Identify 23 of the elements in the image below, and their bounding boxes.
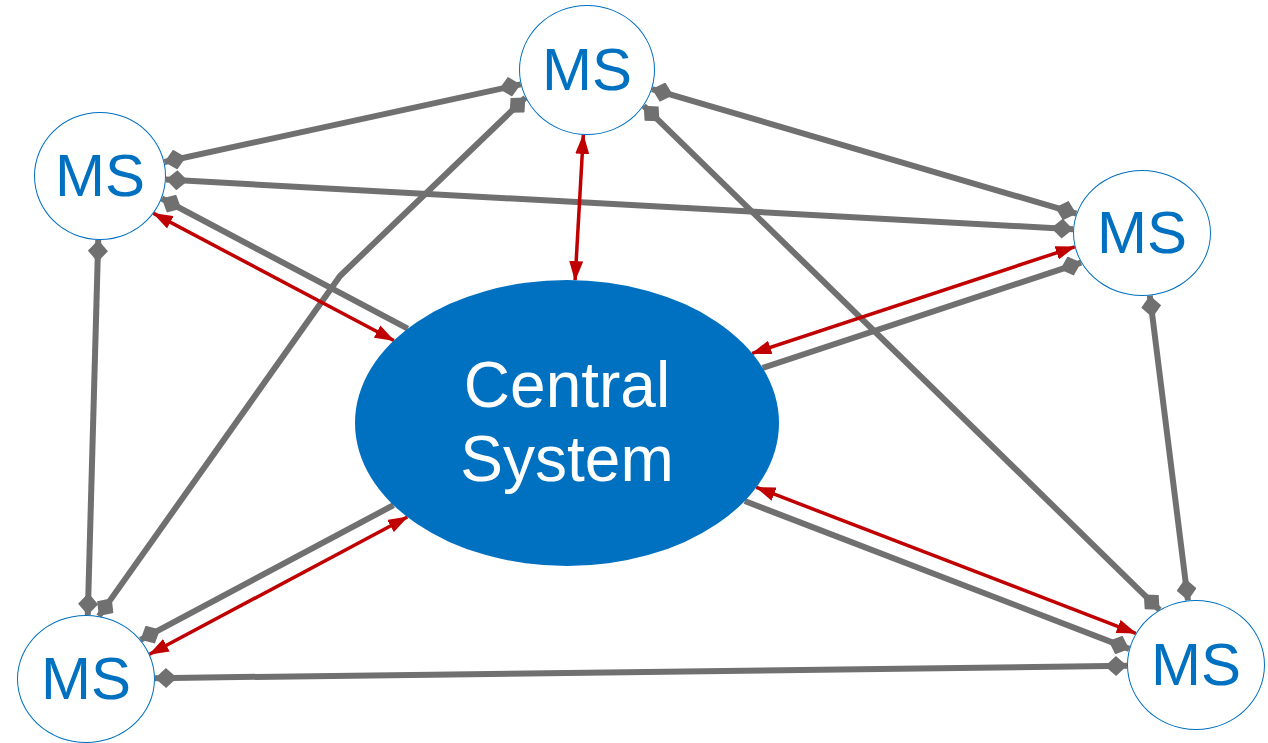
connector-line xyxy=(163,77,522,170)
node-label: MS xyxy=(1097,203,1187,263)
node-label: MS xyxy=(1151,635,1241,695)
connector-line xyxy=(641,103,1162,612)
connector-line xyxy=(1141,295,1197,601)
connector-line xyxy=(139,502,395,644)
arrow xyxy=(152,211,395,343)
arrow xyxy=(569,133,590,282)
connector-line xyxy=(160,194,410,332)
connector-line xyxy=(154,656,1128,688)
node-label: MS xyxy=(542,40,632,100)
connector-line xyxy=(761,256,1083,371)
connector-line xyxy=(78,239,108,616)
node-label: MS xyxy=(55,146,145,206)
connector-line xyxy=(651,82,1078,221)
connector-line xyxy=(743,498,1131,655)
arrow xyxy=(755,485,1137,635)
node-label: Central System xyxy=(459,349,675,497)
connector-line xyxy=(165,170,1074,239)
arrow xyxy=(148,515,409,656)
arrow xyxy=(751,245,1076,356)
connector-line xyxy=(96,95,528,618)
node-label: MS xyxy=(41,649,131,709)
